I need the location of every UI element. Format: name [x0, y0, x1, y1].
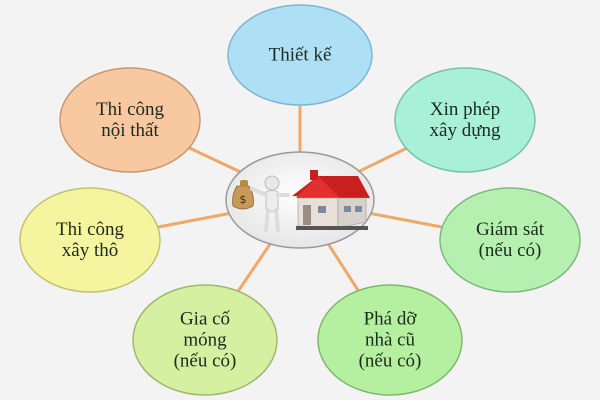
svg-text:$: $	[240, 193, 247, 206]
nodes	[19, 4, 581, 396]
node-xin-phep	[394, 67, 536, 173]
node-label-line: (nếu có)	[478, 240, 542, 261]
node-giam-sat	[439, 187, 581, 293]
node-label-line: Gia cố	[179, 308, 231, 330]
node-label-line: nội thất	[101, 120, 159, 141]
node-label-line: (nếu có)	[358, 350, 422, 372]
node-xay-tho	[19, 187, 161, 293]
node-label-line: Thi công	[55, 219, 125, 240]
node-label-line: xây dựng	[429, 120, 501, 141]
node-label-line: Xin phép	[429, 99, 501, 120]
center-hub: $	[225, 151, 375, 249]
node-noi-that	[59, 67, 201, 173]
node-label-line: Thiết kế	[268, 44, 332, 66]
node-label-thiet-ke: Thiết kế	[269, 45, 332, 66]
node-label-line: (nếu có)	[173, 350, 237, 372]
node-label-line: móng	[183, 329, 227, 351]
node-label-line: Thi công	[95, 99, 165, 120]
node-pha-do	[317, 284, 463, 396]
node-label-line: xây thô	[61, 240, 119, 261]
node-thiet-ke	[227, 4, 373, 106]
house-icon	[292, 170, 370, 230]
node-label-giam-sat: Giám sát(nếu có)	[476, 219, 544, 261]
money-bag-icon: $	[232, 180, 254, 210]
person-icon	[250, 175, 290, 232]
node-label-line: nhà cũ	[364, 329, 416, 351]
node-label-line: Giám sát	[475, 219, 545, 240]
node-label-line: Phá dỡ	[363, 308, 417, 330]
node-gia-co	[132, 284, 278, 396]
